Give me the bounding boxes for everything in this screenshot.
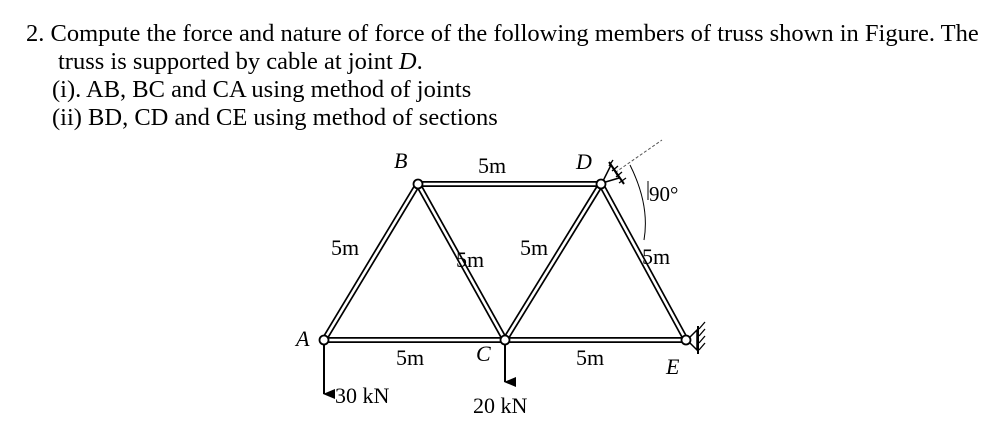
joint-a (318, 334, 330, 346)
length-label-ac: 5m (396, 345, 424, 370)
joint-label-e: E (665, 354, 680, 379)
question-line-1: 2. Compute the force and nature of force… (26, 20, 996, 48)
question-number: 2. (26, 20, 45, 47)
joint-label-b: B (394, 148, 407, 173)
joint-d (595, 178, 607, 190)
question-part-1: (i). AB, BC and CA using method of joint… (52, 76, 472, 103)
support-d (600, 159, 627, 185)
support-e (685, 321, 706, 354)
joint-label-c: C (476, 341, 491, 366)
length-label-ab: 5m (331, 235, 359, 260)
load-label-a: 30 kN (335, 383, 390, 408)
joint-e (680, 334, 692, 346)
truss-members (321, 181, 689, 343)
joint-b (412, 178, 424, 190)
question-support-end: . (416, 48, 423, 75)
load-arrows (323, 344, 516, 399)
joints (318, 178, 692, 346)
joint-label-a: A (294, 326, 310, 351)
member-cd (502, 182, 604, 342)
member-ab (321, 182, 421, 342)
length-label-bc: 5m (456, 247, 484, 272)
length-label-de: 5m (642, 244, 670, 269)
member-bc (415, 182, 508, 342)
question-statement: Compute the force and nature of force of… (50, 20, 979, 47)
length-label-ce: 5m (576, 345, 604, 370)
length-label-bd: 5m (478, 153, 506, 178)
joint-c (499, 334, 511, 346)
question-support-text: truss is supported by cable at joint (58, 48, 399, 75)
question-part-2: (ii) BD, CD and CE using method of secti… (52, 104, 498, 131)
question-line-2: truss is supported by cable at joint D. (26, 48, 996, 76)
joint-label-d: D (575, 149, 592, 174)
load-label-c: 20 kN (473, 393, 528, 418)
question-support-joint: D (398, 48, 417, 75)
angle-arc (629, 164, 646, 241)
angle-label: 90° (649, 182, 678, 206)
length-label-cd: 5m (520, 235, 548, 260)
member-de (598, 182, 689, 342)
question-text: 2. Compute the force and nature of force… (26, 20, 996, 132)
